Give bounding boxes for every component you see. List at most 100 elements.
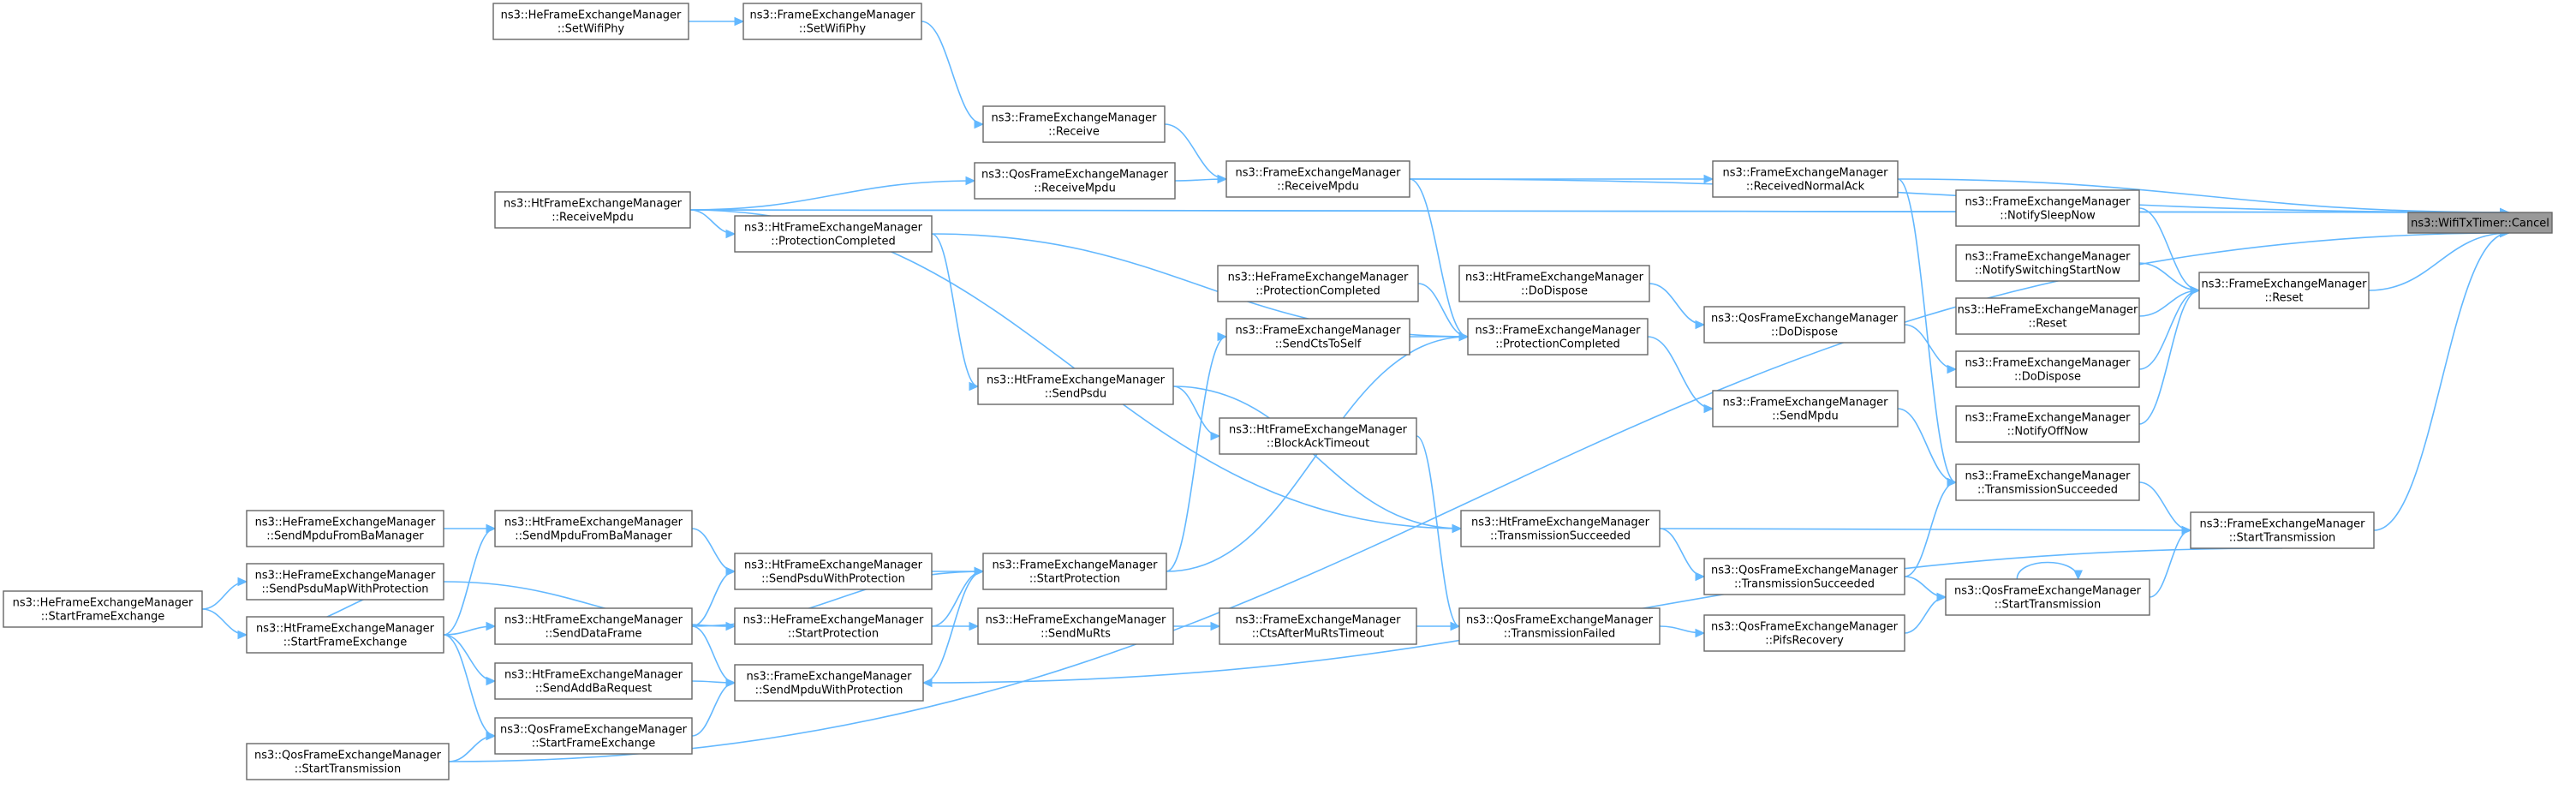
function-node-label: ::StartProtection	[1029, 573, 1120, 586]
call-edge	[931, 566, 985, 627]
function-node-label: ::SendAddBaRequest	[535, 683, 652, 696]
function-node[interactable]: ns3::HtFrameExchangeManager::SendMpduFro…	[494, 510, 693, 547]
function-node[interactable]: ns3::FrameExchangeManager::SetWifiPhy	[742, 3, 922, 40]
call-edge	[201, 608, 248, 640]
function-node-label: ::Reset	[2028, 318, 2066, 331]
function-node[interactable]: ns3::FrameExchangeManager::NotifyOffNow	[1955, 405, 2140, 443]
edge-arrowhead	[1695, 571, 1706, 582]
edge-line	[1904, 481, 1957, 577]
function-node-box	[1703, 306, 1905, 344]
call-edge	[1172, 386, 1221, 441]
function-node-label: ns3::HtFrameExchangeManager	[744, 222, 923, 235]
edge-arrowhead	[974, 119, 985, 129]
function-node[interactable]: ns3::FrameExchangeManager::SendMpduWithP…	[734, 664, 924, 702]
edge-arrowhead	[237, 630, 248, 640]
function-node[interactable]: ns3::HeFrameExchangeManager::Reset	[1955, 297, 2140, 335]
function-node-label: ::StartTransmission	[295, 763, 402, 776]
edge-line	[1172, 386, 1220, 437]
function-node[interactable]: ns3::HtFrameExchangeManager::DoDispose	[1458, 265, 1650, 302]
edge-line	[1897, 178, 2509, 213]
call-edge	[1416, 621, 1461, 631]
edge-line	[1659, 528, 1705, 577]
function-node[interactable]: ns3::HeFrameExchangeManager::StartFrameE…	[3, 590, 203, 628]
function-node[interactable]: ns3::HeFrameExchangeManager::SendPsduMap…	[246, 563, 444, 601]
function-node-label: ::TransmissionSucceeded	[1490, 530, 1631, 543]
function-node[interactable]: ns3::HtFrameExchangeManager::SendPsduWit…	[734, 553, 933, 590]
function-node[interactable]: ns3::QosFrameExchangeManager::DoDispose	[1703, 306, 1905, 344]
function-node[interactable]: ns3::QosFrameExchangeManager::PifsRecove…	[1703, 614, 1905, 652]
function-node-label: ns3::HtFrameExchangeManager	[504, 517, 683, 529]
function-node[interactable]: ns3::HtFrameExchangeManager::ProtectionC…	[734, 215, 933, 253]
function-node-box	[734, 215, 933, 253]
edge-line	[201, 608, 247, 636]
edge-arrowhead	[1217, 174, 1228, 184]
function-node-label: ::ProtectionCompleted	[1495, 338, 1619, 351]
function-node[interactable]: ns3::FrameExchangeManager::CtsAfterMuRts…	[1219, 607, 1417, 645]
function-node[interactable]: ns3::FrameExchangeManager::SendCtsToSelf	[1225, 318, 1410, 356]
edge-line	[922, 571, 984, 684]
function-node-label: ::StartTransmission	[1995, 599, 2102, 612]
function-node-label: ns3::HtFrameExchangeManager	[1471, 517, 1650, 529]
function-node-label: ::NotifySleepNow	[2000, 210, 2096, 223]
function-node[interactable]: ns3::FrameExchangeManager::StartTransmis…	[2190, 511, 2375, 549]
function-node[interactable]: ns3::QosFrameExchangeManager::StartTrans…	[1945, 578, 2150, 616]
function-node[interactable]: ns3::FrameExchangeManager::NotifySwitchi…	[1955, 244, 2140, 282]
function-node[interactable]: ns3::FrameExchangeManager::ProtectionCom…	[1467, 318, 1649, 356]
function-node[interactable]: ns3::HtFrameExchangeManager::SendPsdu	[977, 368, 1174, 405]
edge-arrowhead	[1936, 592, 1947, 602]
edge-arrowhead	[1947, 477, 1958, 487]
function-node[interactable]: ns3::HeFrameExchangeManager::SetWifiPhy	[492, 3, 689, 40]
function-node[interactable]: ns3::FrameExchangeManager::Receive	[982, 105, 1166, 143]
call-edge	[1897, 408, 1958, 487]
function-node[interactable]: ns3::HtFrameExchangeManager::Transmissio…	[1460, 510, 1661, 547]
edge-arrowhead	[1695, 628, 1706, 638]
edge-line	[201, 581, 247, 610]
function-node-box	[1955, 189, 2140, 227]
function-node[interactable]: ns3::QosFrameExchangeManager::StartFrame…	[494, 717, 693, 755]
edge-arrowhead	[1703, 174, 1714, 184]
function-node-box	[734, 664, 924, 702]
function-node[interactable]: ns3::QosFrameExchangeManager::ReceiveMpd…	[974, 162, 1176, 200]
function-node[interactable]: ns3::FrameExchangeManager::ReceiveMpdu	[1225, 160, 1410, 198]
function-node[interactable]: ns3::QosFrameExchangeManager::Transmissi…	[1703, 558, 1905, 595]
function-node-label: ns3::FrameExchangeManager	[992, 559, 1158, 572]
function-node[interactable]: ns3::FrameExchangeManager::StartProtecti…	[982, 553, 1167, 590]
function-node[interactable]: ns3::HtFrameExchangeManager::SendAddBaRe…	[494, 662, 693, 700]
function-node[interactable]: ns3::HeFrameExchangeManager::SendMpduFro…	[246, 510, 444, 547]
edge-line	[443, 634, 496, 737]
function-node[interactable]: ns3::WifiTxTimer::Cancel	[2407, 212, 2553, 234]
function-node[interactable]: ns3::FrameExchangeManager::ReceivedNorma…	[1712, 160, 1899, 198]
function-node[interactable]: ns3::QosFrameExchangeManager::StartTrans…	[246, 743, 450, 780]
edge-line	[689, 209, 736, 235]
function-node[interactable]: ns3::QosFrameExchangeManager::Transmissi…	[1458, 607, 1661, 645]
function-node[interactable]: ns3::HeFrameExchangeManager::SendMuRts	[977, 607, 1174, 645]
function-node[interactable]: ns3::HeFrameExchangeManager::StartProtec…	[734, 607, 933, 645]
function-node-label: ::DoDispose	[1521, 285, 1588, 298]
edge-line	[1172, 386, 1462, 529]
function-node[interactable]: ns3::FrameExchangeManager::TransmissionS…	[1955, 463, 2140, 501]
edge-line	[691, 571, 736, 627]
call-edge	[1659, 625, 1706, 638]
function-node[interactable]: ns3::HtFrameExchangeManager::BlockAckTim…	[1219, 417, 1417, 455]
function-node[interactable]: ns3::HtFrameExchangeManager::SendDataFra…	[494, 607, 693, 645]
function-node-label: ns3::HtFrameExchangeManager	[504, 669, 683, 682]
edge-line	[2368, 232, 2509, 291]
function-node[interactable]: ns3::FrameExchangeManager::SendMpdu	[1712, 390, 1899, 427]
function-node[interactable]: ns3::FrameExchangeManager::NotifySleepNo…	[1955, 189, 2140, 227]
function-node[interactable]: ns3::FrameExchangeManager::Reset	[2198, 272, 2370, 309]
function-node[interactable]: ns3::FrameExchangeManager::DoDispose	[1955, 350, 2140, 388]
function-node-box	[1460, 510, 1661, 547]
function-node-label: ns3::FrameExchangeManager	[1235, 325, 1401, 338]
call-edge	[689, 209, 736, 239]
edge-arrowhead	[486, 621, 497, 631]
function-node[interactable]: ns3::HtFrameExchangeManager::ReceiveMpdu	[494, 191, 691, 229]
function-node-label: ::SendPsduMapWithProtection	[261, 583, 428, 596]
edge-arrowhead	[969, 621, 980, 631]
edge-line	[1416, 435, 1460, 627]
function-node[interactable]: ns3::HtFrameExchangeManager::StartFrameE…	[246, 616, 444, 654]
function-node[interactable]: ns3::HeFrameExchangeManager::ProtectionC…	[1217, 265, 1419, 302]
function-node-label: ns3::HtFrameExchangeManager	[504, 198, 683, 211]
call-edge	[689, 207, 2510, 218]
call-edge	[1659, 525, 2192, 535]
